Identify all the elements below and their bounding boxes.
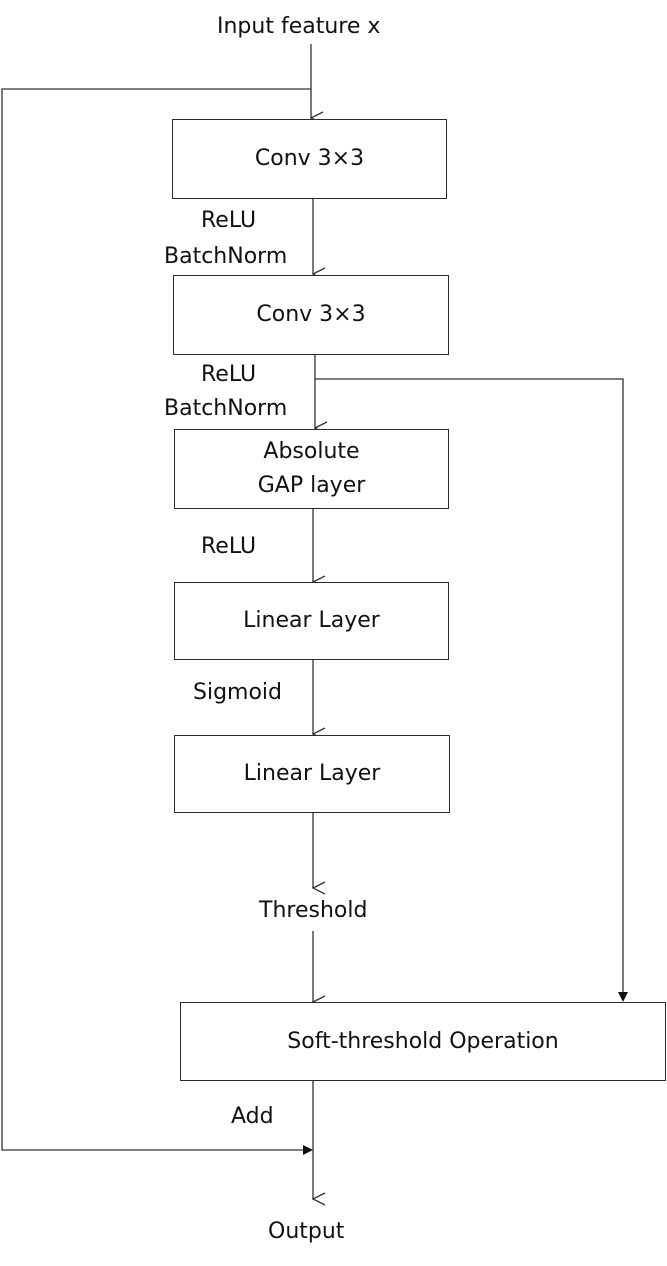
edge-conv2-soft (315, 378, 624, 1000)
edge-label-relu2: ReLU (201, 362, 257, 387)
linear2-label: Linear Layer (243, 761, 381, 786)
linear1-label: Linear Layer (243, 608, 380, 633)
edge-label-relu3: ReLU (201, 534, 257, 559)
linear2-node: Linear Layer (174, 735, 450, 813)
arrowhead-add (303, 1145, 313, 1155)
input-label: Input feature x (217, 14, 381, 39)
gap-label-line2: GAP layer (257, 473, 366, 498)
edge-label-batchnorm2: BatchNorm (164, 396, 288, 421)
arrowhead-soft-branch (618, 992, 628, 1002)
conv1-label: Conv 3×3 (254, 146, 365, 171)
conv2-node: Conv 3×3 (173, 275, 449, 355)
conv1-node: Conv 3×3 (172, 119, 447, 199)
gap-label-line1: Absolute (263, 439, 360, 464)
gap-node: Absolute GAP layer (174, 429, 449, 509)
linear1-node: Linear Layer (174, 582, 449, 660)
edge-skip-connection (1, 88, 311, 1151)
soft-threshold-label: Soft-threshold Operation (287, 1028, 559, 1054)
conv2-label: Conv 3×3 (256, 302, 366, 327)
edge-label-sigmoid: Sigmoid (193, 680, 283, 705)
edge-label-relu1: ReLU (201, 208, 257, 233)
output-label: Output (268, 1219, 345, 1244)
soft-threshold-node: Soft-threshold Operation (180, 1002, 666, 1081)
edge-label-batchnorm1: BatchNorm (164, 244, 288, 269)
threshold-label: Threshold (259, 898, 368, 923)
edge-label-add: Add (231, 1104, 274, 1129)
